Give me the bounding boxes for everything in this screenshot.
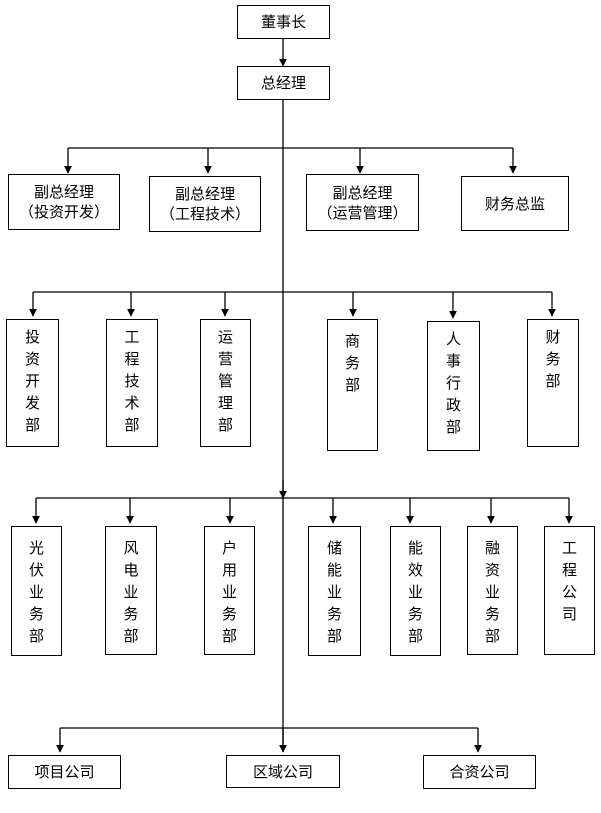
- box-dept-finance: 财务部: [527, 319, 579, 447]
- vp-investment-line1: 副总经理: [33, 183, 94, 201]
- dept-operations-label: 运营管理部: [218, 328, 234, 434]
- dept-finance-label: 财务部: [545, 328, 561, 390]
- dept-engineering-label: 工程技术部: [124, 328, 140, 434]
- bu-solar-label: 光伏业务部: [29, 539, 45, 645]
- vp-investment-line2: （投资开发）: [18, 203, 109, 221]
- box-general-manager: 总经理: [237, 66, 330, 100]
- jv-company-label: 合资公司: [449, 763, 510, 781]
- vp-engineering-line2: （工程技术）: [159, 205, 250, 223]
- bu-efficiency-label: 能效业务部: [408, 539, 424, 645]
- regional-company-label: 区域公司: [252, 762, 313, 781]
- box-bu-storage: 储能业务部: [308, 526, 361, 656]
- box-vp-investment: 副总经理 （投资开发）: [8, 174, 120, 230]
- box-jv-company: 合资公司: [423, 755, 536, 789]
- bu-financing-label: 融资业务部: [485, 539, 501, 645]
- box-chairman: 董事长: [237, 5, 330, 39]
- box-project-company: 项目公司: [8, 755, 121, 789]
- box-dept-investment: 投资开发部: [6, 319, 59, 447]
- box-dept-operations: 运营管理部: [200, 319, 251, 447]
- dept-investment-label: 投资开发部: [25, 328, 41, 434]
- box-bu-residential: 户用业务部: [204, 526, 255, 655]
- box-bu-efficiency: 能效业务部: [390, 526, 441, 656]
- bu-storage-label: 储能业务部: [327, 539, 343, 645]
- dept-hr-admin-label: 人事行政部: [446, 330, 462, 436]
- vp-operations-line1: 副总经理: [332, 183, 393, 202]
- engineering-company-label: 工程公司: [562, 539, 578, 623]
- box-engineering-company: 工程公司: [544, 526, 595, 655]
- box-bu-financing: 融资业务部: [467, 526, 518, 655]
- gm-label: 总经理: [260, 74, 306, 92]
- box-dept-hr-admin: 人事行政部: [427, 321, 480, 451]
- bu-residential-label: 户用业务部: [222, 539, 238, 645]
- cfo-label: 财务总监: [484, 194, 545, 213]
- box-regional-company: 区域公司: [226, 755, 340, 788]
- box-cfo: 财务总监: [461, 176, 569, 231]
- vp-operations-line2: （运营管理）: [317, 203, 408, 222]
- box-bu-solar: 光伏业务部: [11, 526, 62, 656]
- chairman-label: 董事长: [260, 13, 306, 31]
- box-dept-engineering: 工程技术部: [106, 319, 158, 447]
- box-vp-engineering: 副总经理 （工程技术）: [149, 176, 261, 232]
- box-vp-operations: 副总经理 （运营管理）: [306, 174, 419, 231]
- dept-business-label: 商务部: [345, 332, 361, 394]
- project-company-label: 项目公司: [34, 763, 95, 781]
- box-dept-business: 商务部: [327, 319, 378, 451]
- box-bu-wind: 风电业务部: [105, 526, 157, 655]
- vp-engineering-line1: 副总经理: [174, 185, 235, 203]
- bu-wind-label: 风电业务部: [123, 539, 139, 645]
